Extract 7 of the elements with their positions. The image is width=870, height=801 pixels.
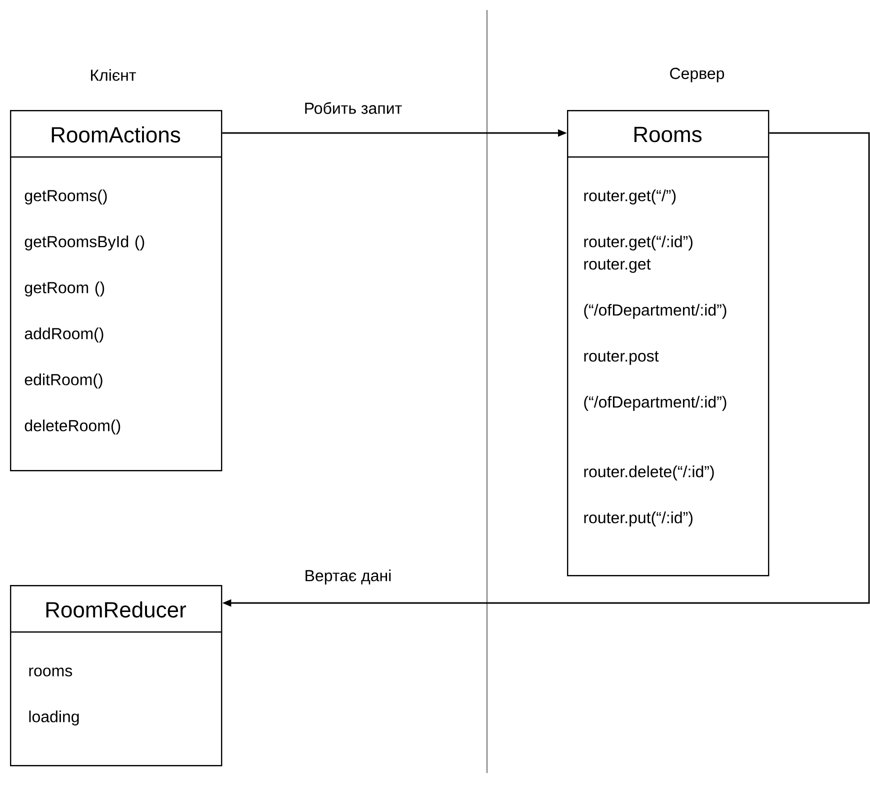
edge-label: Робить запит [302,101,404,115]
class-box: RoomReducer rooms loading [10,585,222,766]
class-box: Rooms router.get(“/”) router.get(“/:id”) router.get (“/ofDepartment/:id”) router.post (“/ofDepartment/:id”) router.delete(“/:id”) router.put(“/:id”) [567,110,770,576]
side-label: Сервер [670,68,724,82]
edge-label: Вертає дані [303,568,393,586]
side-label: Клієнт [91,69,136,81]
class-box: RoomActions getRooms() getRoomsById () getRoom () addRoom() editRoom() deleteRoom() [10,110,222,472]
